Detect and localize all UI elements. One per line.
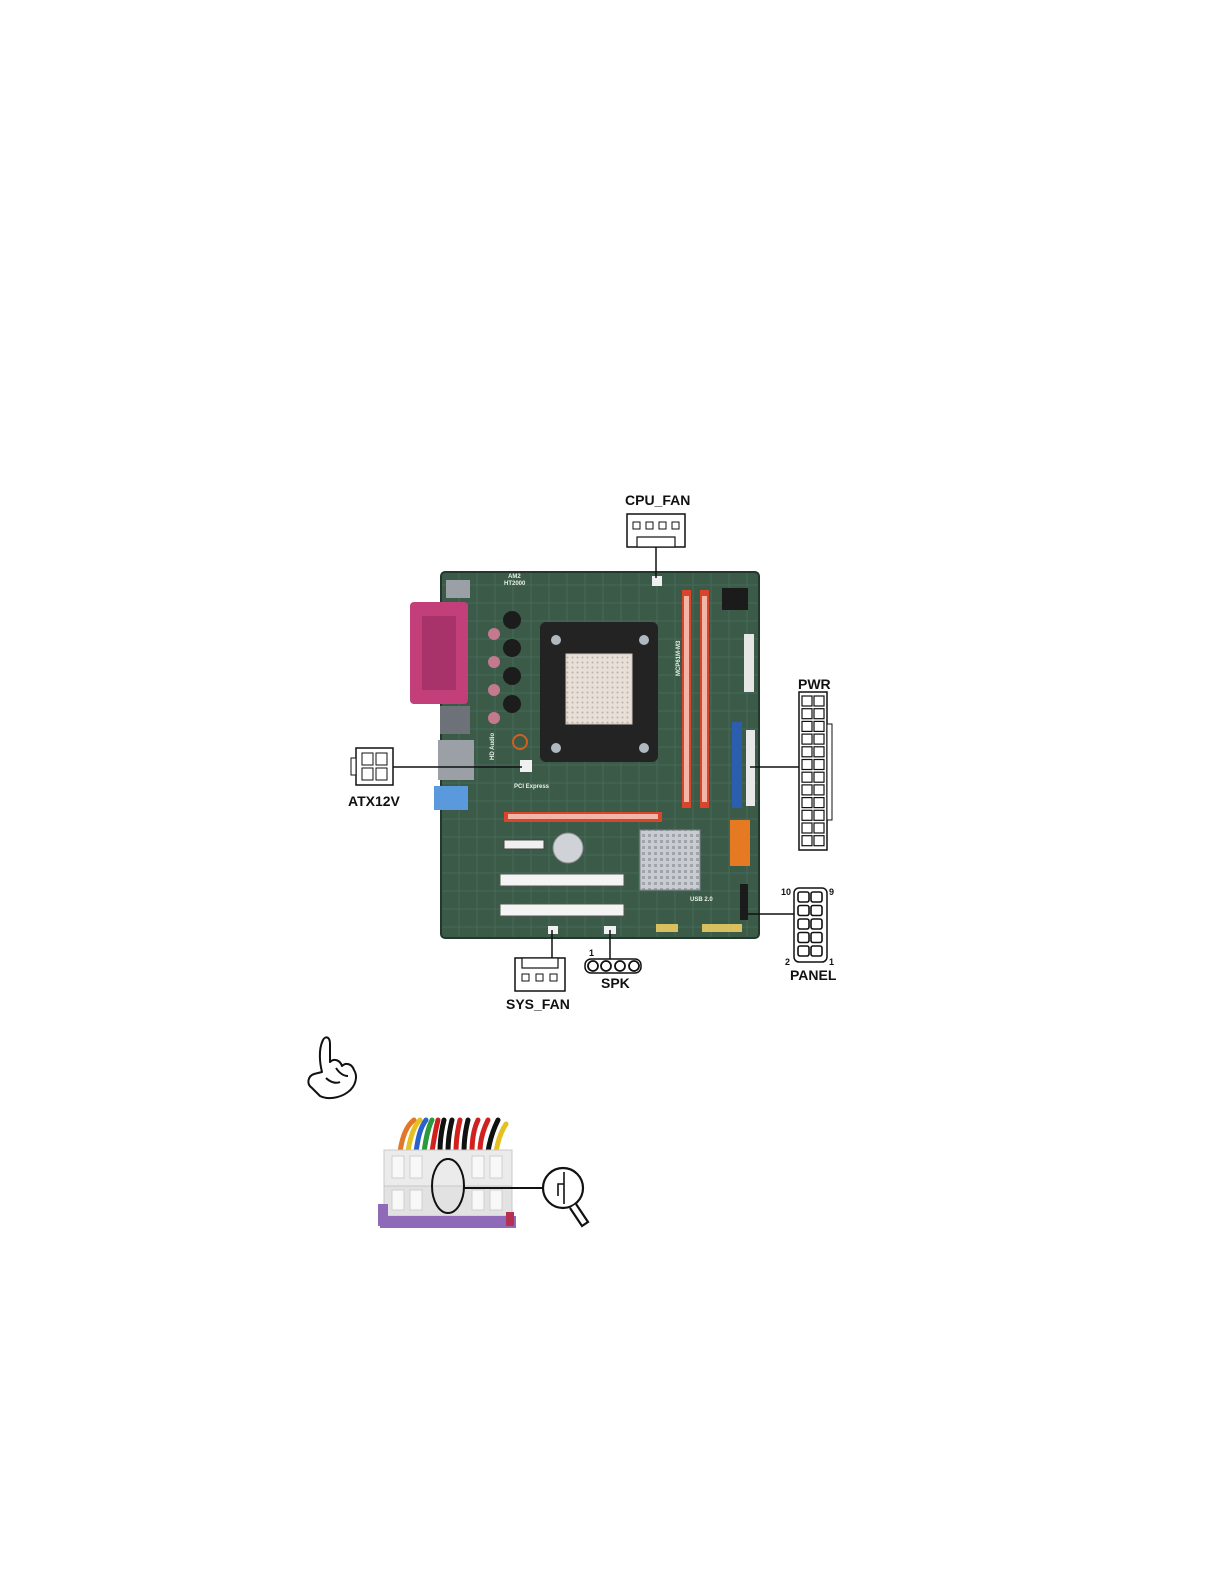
spk-pin-1: 1 (589, 948, 594, 958)
pci-slot-1 (500, 874, 624, 886)
sys-fan-label: SYS_FAN (506, 996, 570, 1012)
pwr-pin (802, 721, 812, 731)
motherboard (410, 572, 759, 938)
ide-connector (732, 722, 742, 808)
pwr-pin (802, 810, 812, 820)
pwr-pin (802, 696, 812, 706)
cpu-socket (566, 654, 632, 724)
board-text-socket: AM2 (508, 574, 521, 580)
cmos-battery (553, 833, 583, 863)
panel-header (794, 888, 827, 962)
pwr-pin (802, 709, 812, 719)
board-sys-fan-header (548, 926, 558, 934)
spk-label: SPK (601, 975, 630, 991)
panel-pin-10: 10 (781, 887, 791, 897)
pwr-pin (802, 798, 812, 808)
board-text-pcie: PCI Express (514, 784, 549, 790)
board-text-ht: HT2000 (504, 581, 525, 587)
panel-pin (811, 933, 822, 943)
pcie-x1-slot (504, 840, 544, 849)
panel-pin-1: 1 (829, 957, 834, 967)
pwr-pin (814, 798, 824, 808)
panel-pin (811, 906, 822, 916)
pwr-label: PWR (798, 676, 831, 692)
panel-pin (811, 892, 822, 902)
sata-ports (730, 820, 750, 866)
atx-connector-photo (378, 1120, 544, 1228)
pwr-pin (814, 747, 824, 757)
panel-pin (798, 946, 809, 956)
audio-jacks (434, 786, 468, 810)
sys-fan-connector (515, 958, 565, 991)
panel-pin-2: 2 (785, 957, 790, 967)
pwr-pin (814, 721, 824, 731)
pointing-hand-icon (308, 1037, 356, 1098)
pwr-24pin-connector (799, 692, 832, 850)
panel-label: PANEL (790, 967, 836, 983)
chipset-heatsink (640, 830, 700, 890)
atx12v-connector (351, 748, 393, 785)
board-cpu-fan-header (652, 576, 662, 586)
panel-pin (798, 919, 809, 929)
pwr-pin (814, 696, 824, 706)
usb-ports (440, 706, 470, 734)
pwr-pin (814, 709, 824, 719)
panel-pin (798, 933, 809, 943)
pwr-pin (814, 823, 824, 833)
ps2-port (446, 580, 470, 598)
pwr-pin (814, 836, 824, 846)
spk-header (585, 959, 641, 973)
panel-pin (798, 892, 809, 902)
panel-pin (811, 946, 822, 956)
board-text-model: MCP61M-M3 (676, 641, 682, 676)
ethernet-port (438, 740, 474, 780)
magnifier-icon (543, 1168, 588, 1226)
cpu-fan-label: CPU_FAN (625, 492, 690, 508)
panel-pin (811, 919, 822, 929)
board-atx-power (744, 634, 754, 692)
panel-pin (798, 906, 809, 916)
pwr-pin (802, 734, 812, 744)
pwr-pin (814, 785, 824, 795)
pwr-pin (814, 810, 824, 820)
pwr-pin (802, 836, 812, 846)
board-text-audio: HD Audio (490, 733, 496, 760)
pwr-pin (802, 747, 812, 757)
pci-slot-2 (500, 904, 624, 916)
pwr-pin (814, 772, 824, 782)
floppy-connector (746, 730, 755, 806)
pwr-pin (802, 772, 812, 782)
board-atx12v-header (520, 760, 532, 772)
pwr-pin (802, 785, 812, 795)
pwr-pin (802, 823, 812, 833)
pwr-pin (814, 760, 824, 770)
panel-pin-9: 9 (829, 887, 834, 897)
pwr-pin (814, 734, 824, 744)
pwr-pin (802, 760, 812, 770)
board-panel-header (740, 884, 748, 920)
atx12v-label: ATX12V (348, 793, 400, 809)
cpu-fan-connector (627, 514, 685, 547)
board-text-usb: USB 2.0 (690, 897, 713, 903)
